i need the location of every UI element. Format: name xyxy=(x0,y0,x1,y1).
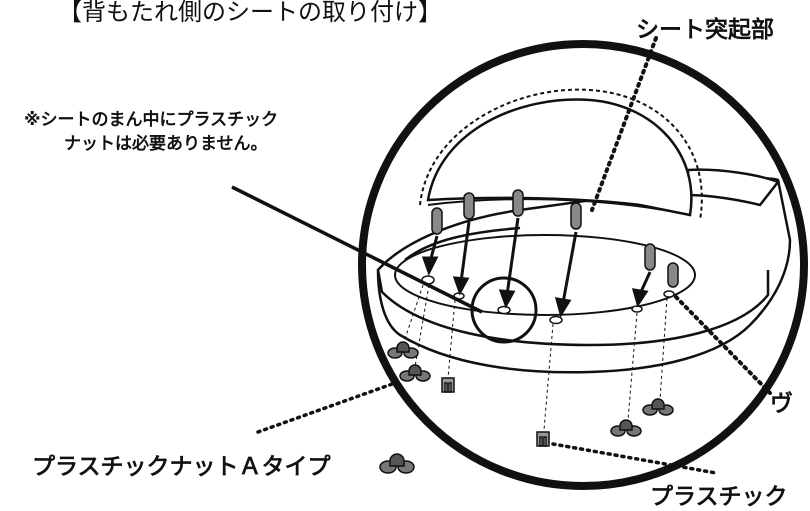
nut-a-icons xyxy=(379,341,674,474)
nut-a-leader xyxy=(256,381,397,434)
cut-off-label: ヴ xyxy=(770,391,793,417)
projection-leader xyxy=(590,36,658,212)
insert-arrows xyxy=(421,217,652,318)
center-note: ※シートのまん中にプラスチック ナットは必要ありません。 xyxy=(24,108,278,156)
note-line-1: ※シートのまん中にプラスチック xyxy=(24,110,279,130)
mount-holes xyxy=(421,275,675,325)
seat-projections xyxy=(431,189,679,288)
guide-lines xyxy=(402,284,668,431)
note-pointer-line xyxy=(231,185,483,314)
center-highlight-circle xyxy=(470,276,538,344)
seat-cover xyxy=(419,88,703,221)
cut-leader xyxy=(674,295,772,395)
note-line-2: ナットは必要ありません。 xyxy=(64,134,268,154)
nut-b-label: プラスチック xyxy=(650,484,788,510)
nut-a-label: プラスチックナットＡタイプ xyxy=(32,454,331,480)
nut-b-icons xyxy=(441,377,550,447)
seat-base xyxy=(376,168,792,374)
page-title: 【背もたれ側のシートの取り付け】 xyxy=(58,0,442,26)
nut-b-leader xyxy=(551,442,718,475)
seat-projection-label: シート突起部 xyxy=(636,17,774,43)
